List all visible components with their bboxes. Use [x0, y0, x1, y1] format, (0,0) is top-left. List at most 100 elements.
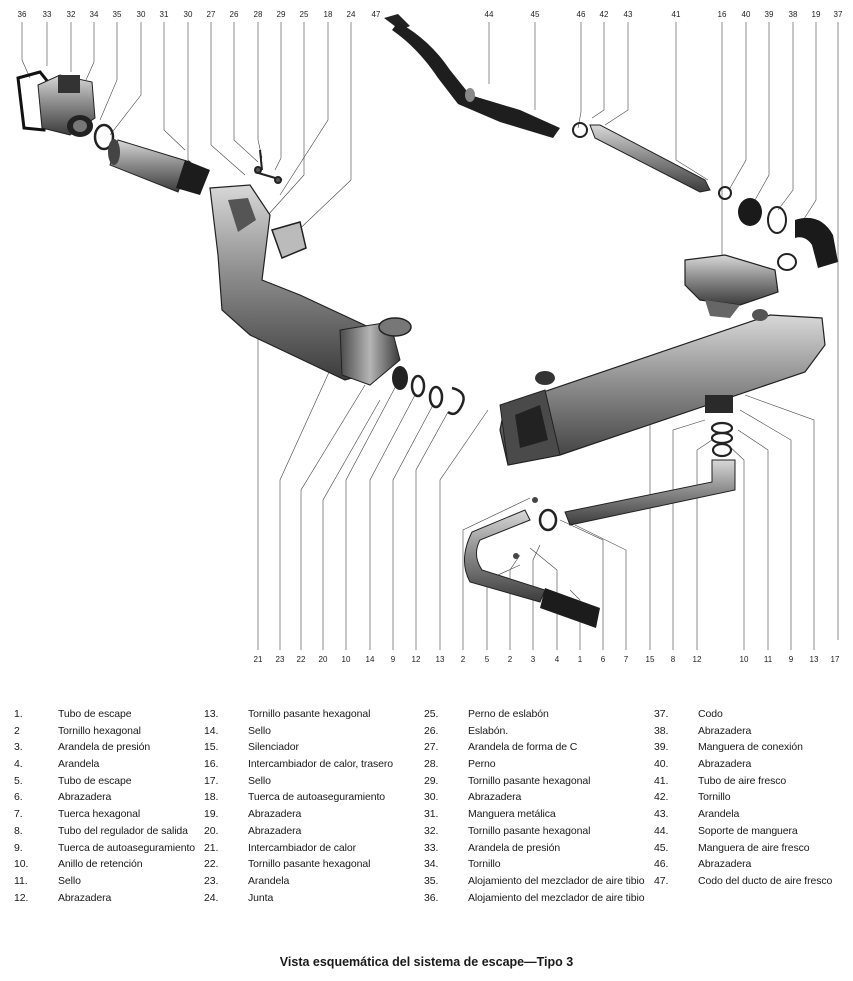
legend-item-label: Perno de eslabón: [468, 708, 549, 720]
legend-item: 11.Sello: [14, 873, 204, 890]
callout-number: 24: [347, 10, 356, 19]
legend-item: 19.Abrazadera: [204, 806, 424, 823]
legend-item: 16.Intercambiador de calor, trasero: [204, 756, 424, 773]
legend-item-label: Intercambiador de calor, trasero: [248, 758, 394, 771]
legend-item: 33.Arandela de presión: [424, 840, 654, 857]
legend-item-label: Junta: [248, 891, 274, 904]
callout-number: 32: [67, 10, 76, 19]
callout-number: 37: [834, 10, 843, 19]
legend-item-number: 39.: [654, 741, 669, 754]
legend-item-label: Soporte de manguera: [698, 824, 798, 837]
legend-item-label: Alojamiento del mezclador de aire tibio: [468, 874, 645, 887]
legend-item-number: 32.: [424, 824, 439, 837]
callout-number: 41: [672, 10, 681, 19]
legend-item-number: 28.: [424, 758, 439, 771]
callout-number: 28: [254, 10, 263, 19]
legend-item: 28.Perno: [424, 756, 654, 773]
legend-item: 27.Arandela de forma de C: [424, 739, 654, 756]
legend-item-number: 26.: [424, 724, 439, 737]
legend-item-label: Abrazadera: [468, 791, 522, 804]
rear-heat-exchanger: [684, 254, 779, 318]
legend-item: 26.Eslabón.: [424, 723, 654, 740]
callout-number: 31: [160, 10, 169, 19]
legend-item: 34.Tornillo: [424, 856, 654, 873]
callout-number: 47: [372, 10, 381, 19]
callout-number: 42: [600, 10, 609, 19]
legend-item: 35.Alojamiento del mezclador de aire tib…: [424, 873, 654, 890]
callout-number: 30: [137, 10, 146, 19]
legend-item-number: 37.: [654, 708, 669, 720]
legend-item-label: Tubo de escape: [58, 774, 132, 787]
legend-item: 7. Tuerca hexagonal: [14, 806, 204, 823]
legend-item-number: 4.: [14, 758, 23, 771]
legend-item: 46.Abrazadera: [654, 856, 844, 873]
callout-number: 4: [555, 655, 560, 664]
legend-item: 30.Abrazadera: [424, 789, 654, 806]
legend-item-label: Tornillo pasante hexagonal: [468, 774, 591, 787]
legend-item-number: 18.: [204, 791, 219, 804]
legend-item-label: Tuerca hexagonal: [58, 808, 141, 821]
callout-number: 30: [184, 10, 193, 19]
legend-item-number: 46.: [654, 858, 669, 871]
legend-item: 42.Tornillo: [654, 789, 844, 806]
legend-item-label: Manguera de conexión: [698, 741, 803, 754]
legend-item-number: 29.: [424, 774, 439, 787]
legend-item-label: Tornillo: [698, 791, 731, 804]
legend-item-number: 33.: [424, 841, 439, 854]
legend-item-number: 15.: [204, 741, 219, 754]
legend-item-number: 31.: [424, 808, 439, 821]
legend-item-label: Arandela de presión: [58, 741, 151, 754]
legend-item-label: Tornillo pasante hexagonal: [248, 858, 371, 871]
callout-number: 44: [485, 10, 494, 19]
legend-item-label: Tornillo hexagonal: [58, 724, 141, 737]
legend-item-label: Manguera metálica: [468, 808, 556, 821]
callout-number: 34: [90, 10, 99, 19]
legend-item-label: Abrazadera: [248, 824, 302, 837]
legend-item: 18.Tuerca de autoaseguramiento: [204, 789, 424, 806]
legend-item: 20.Abrazadera: [204, 823, 424, 840]
callout-number: 35: [113, 10, 122, 19]
callout-number: 25: [300, 10, 309, 19]
legend-item-label: Tornillo pasante hexagonal: [468, 824, 591, 837]
legend-item-number: 25.: [424, 708, 439, 720]
legend-item: 37.Codo: [654, 706, 844, 723]
legend-item-number: 34.: [424, 858, 439, 871]
figure-caption: Vista esquemática del sistema de escape—…: [279, 955, 574, 969]
legend-item-label: Arandela: [58, 758, 100, 771]
heat-exchanger: [209, 184, 412, 390]
callout-number: 26: [230, 10, 239, 19]
callout-number: 40: [742, 10, 751, 19]
legend-item-number: 36.: [424, 891, 439, 904]
callout-number: 1: [578, 655, 583, 664]
legend-item-label: Alojamiento del mezclador de aire tibio: [468, 891, 645, 904]
callout-number: 39: [765, 10, 774, 19]
legend-item-number: 21.: [204, 841, 219, 854]
legend-item-number: 6.: [14, 791, 23, 804]
legend-item-number: 14.: [204, 724, 219, 737]
legend-item-number: 3.: [14, 741, 23, 754]
callout-number: 16: [718, 10, 727, 19]
legend-item-number: 12.: [14, 891, 29, 904]
legend-item-label: Codo del ducto de aire fresco: [698, 874, 833, 887]
legend-item: 1.Tubo de escape: [14, 706, 204, 723]
legend-item-label: Abrazadera: [248, 808, 302, 821]
clamp-ring: [93, 123, 115, 151]
legend-item: 47.Codo del ducto de aire fresco: [654, 873, 844, 890]
legend-item-label: Silenciador: [248, 741, 299, 754]
legend-item-number: 7.: [14, 808, 23, 821]
legend-item-label: Arandela: [698, 808, 740, 821]
legend-item-label: Sello: [58, 874, 81, 887]
callout-number: 13: [810, 655, 819, 664]
legend-item-number: 8.: [14, 824, 23, 837]
legend-item-label: Abrazadera: [698, 724, 752, 737]
tail-pipes: [464, 459, 736, 628]
callout-number: 10: [342, 655, 351, 664]
callout-number: 3: [531, 655, 536, 664]
metal-hose: [108, 139, 210, 195]
callout-number: 22: [297, 655, 306, 664]
legend-item: 40.Abrazadera: [654, 756, 844, 773]
callout-number: 10: [740, 655, 749, 664]
